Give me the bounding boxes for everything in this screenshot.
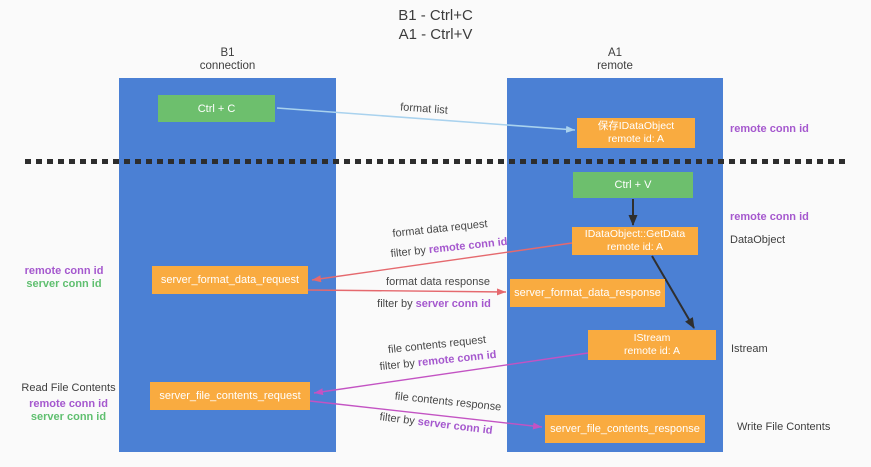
- ctrl-c-box: Ctrl + C: [158, 95, 275, 122]
- remote-conn-id-left-mid: remote conn id: [24, 265, 104, 277]
- lane-a1-subtitle: remote: [597, 60, 633, 72]
- format-data-request-label: format data request: [391, 218, 489, 240]
- saved-idataobject-line2: remote id: A: [607, 133, 665, 145]
- server-file-contents-response-box: server_file_contents_response: [545, 415, 705, 443]
- filter-by-text: filter by: [379, 357, 419, 374]
- istream-box: IStream remote id: A: [588, 330, 716, 360]
- server-file-contents-request-label: server_file_contents_request: [159, 390, 301, 402]
- istream-side-label: Istream: [731, 343, 768, 355]
- saved-idataobject-box: 保存IDataObject remote id: A: [577, 118, 695, 148]
- istream-line2: remote id: A: [623, 345, 681, 357]
- filter-by-text: filter by: [390, 244, 430, 261]
- remote-conn-id-right-top: remote conn id: [730, 123, 809, 135]
- server-format-data-request-box: server_format_data_request: [152, 266, 308, 294]
- read-file-contents-label: Read File Contents: [21, 382, 116, 394]
- remote-conn-id-text: remote conn id: [428, 235, 508, 257]
- remote-conn-id-right-mid: remote conn id: [730, 211, 809, 223]
- session-separator-line: [25, 159, 846, 164]
- getdata-line2: remote id: A: [606, 241, 664, 253]
- server-format-data-request-label: server_format_data_request: [160, 274, 300, 286]
- lane-b1-title: B1: [220, 47, 235, 59]
- title-line-2: A1 - Ctrl+V: [398, 26, 473, 43]
- lane-a1-title: A1: [607, 47, 623, 59]
- read-file-contents-block: Read File Contents remote conn id server…: [16, 382, 121, 424]
- idataobject-getdata-box: IDataObject::GetData remote id: A: [572, 227, 698, 255]
- filter-by-text: filter by: [377, 298, 416, 310]
- istream-line1: IStream: [633, 332, 671, 344]
- filter-by-remote-conn-id-label-1: filter by remote conn id: [390, 236, 508, 260]
- format-list-label: format list: [399, 101, 449, 117]
- title-line-1: B1 - Ctrl+C: [398, 7, 473, 24]
- left-conn-id-block: remote conn id server conn id: [14, 265, 114, 291]
- ctrl-c-label: Ctrl + C: [197, 102, 236, 115]
- server-conn-id-left-bottom: server conn id: [30, 411, 107, 423]
- server-conn-id-text: server conn id: [415, 298, 491, 310]
- ctrl-v-label: Ctrl + V: [614, 179, 652, 191]
- write-file-contents-label: Write File Contents: [737, 421, 831, 433]
- getdata-line1: IDataObject::GetData: [584, 228, 686, 240]
- filter-by-server-conn-id-label-2: filter by server conn id: [379, 411, 493, 437]
- saved-idataobject-line1: 保存IDataObject: [597, 120, 675, 132]
- ctrl-v-box: Ctrl + V: [573, 172, 693, 198]
- server-file-contents-response-label: server_file_contents_response: [550, 423, 700, 435]
- server-format-data-response-box: server_format_data_response: [510, 279, 665, 307]
- filter-by-server-conn-id-label-1: filter by server conn id: [377, 298, 491, 310]
- lane-b1-subtitle: connection: [199, 60, 256, 72]
- arrow-format-data-response: [307, 288, 507, 296]
- diagram-title: B1 - Ctrl+C A1 - Ctrl+V: [0, 6, 871, 44]
- format-data-response-label: format data response: [386, 276, 490, 288]
- server-conn-id-text: server conn id: [417, 415, 494, 437]
- remote-conn-id-left-bottom: remote conn id: [29, 398, 108, 410]
- remote-conn-id-text: remote conn id: [417, 348, 497, 370]
- dataobject-label: DataObject: [730, 234, 786, 246]
- server-conn-id-left-mid: server conn id: [26, 278, 102, 290]
- lane-header-a1: A1 remote: [507, 47, 723, 73]
- file-contents-response-label: file contents response: [394, 390, 502, 414]
- lane-header-b1: B1 connection: [119, 47, 336, 73]
- server-file-contents-request-box: server_file_contents_request: [150, 382, 310, 410]
- server-format-data-response-label: server_format_data_response: [514, 287, 661, 299]
- filter-by-text: filter by: [378, 411, 419, 428]
